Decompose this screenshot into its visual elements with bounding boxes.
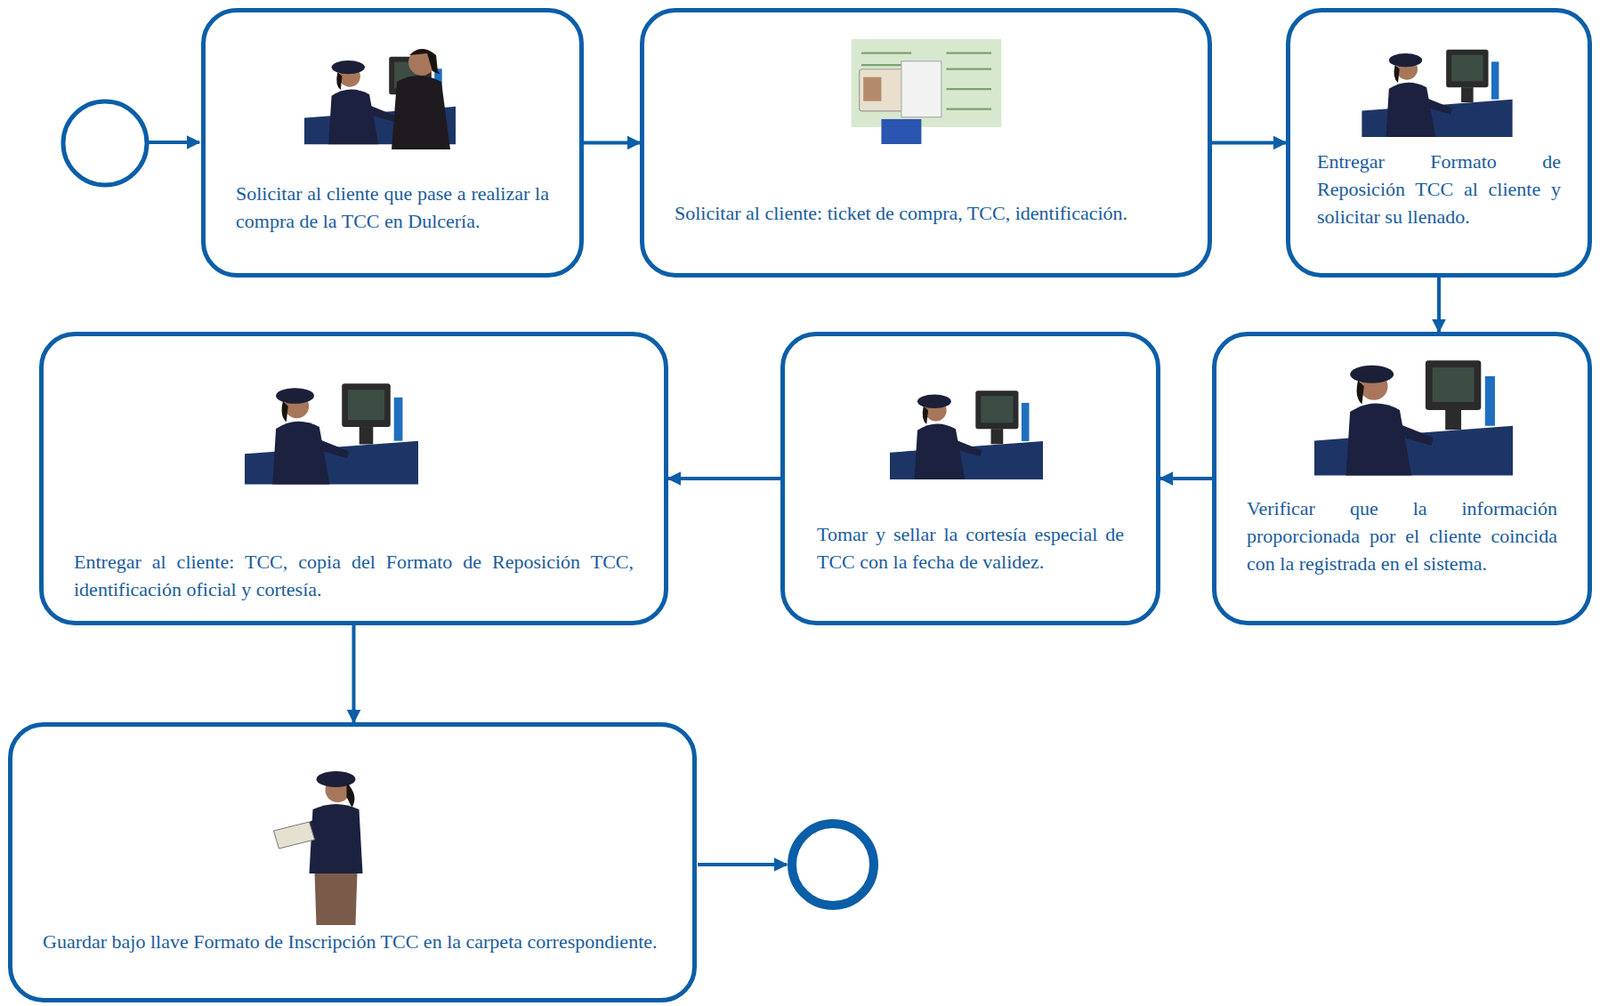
step-text: Entregar Formato de Reposición TCC al cl… [1317, 147, 1561, 231]
process-box: Tomar y sellar la cortesía especial de T… [780, 331, 1161, 626]
end-event [791, 824, 874, 906]
photo-standing-clerk [274, 771, 364, 926]
photo-clerk [244, 383, 419, 485]
photo-clerk [1361, 49, 1512, 138]
flow-arrow [583, 141, 640, 146]
photo-customer [391, 48, 451, 150]
photo-clerk [889, 390, 1043, 480]
flow-arrow [1160, 476, 1213, 481]
step-text: Verificar que la información proporciona… [1246, 494, 1558, 578]
customer-body [391, 75, 451, 150]
process-box: Entregar Formato de Reposición TCC al cl… [1285, 8, 1592, 278]
flow-arrow [1212, 141, 1286, 146]
end-connector [697, 863, 787, 867]
flow-arrow [352, 625, 356, 723]
step-text: Solicitar al cliente que pase a realizar… [235, 179, 550, 235]
step-text: Guardar bajo llave Formato de Inscripció… [42, 928, 663, 956]
process-box: Verificar que la información proporciona… [1212, 331, 1592, 626]
flow-arrow [1437, 277, 1441, 332]
flow-arrow [668, 476, 781, 481]
photo-documents [851, 39, 1003, 145]
process-box: Guardar bajo llave Formato de Inscripció… [8, 722, 697, 1003]
start-connector [147, 140, 200, 145]
customer-hair [409, 48, 440, 74]
process-box: Solicitar al cliente: ticket de compra, … [639, 8, 1213, 278]
step-text: Entregar al cliente: TCC, copia del Form… [73, 548, 634, 604]
step-text: Solicitar al cliente: ticket de compra, … [674, 199, 1178, 227]
step-text: Tomar y sellar la cortesía especial de T… [816, 520, 1124, 576]
start-event [63, 101, 147, 186]
photo-clerk [1314, 360, 1513, 476]
process-box: Solicitar al cliente que pase a realizar… [201, 8, 584, 278]
process-box: Entregar al cliente: TCC, copia del Form… [39, 331, 669, 626]
